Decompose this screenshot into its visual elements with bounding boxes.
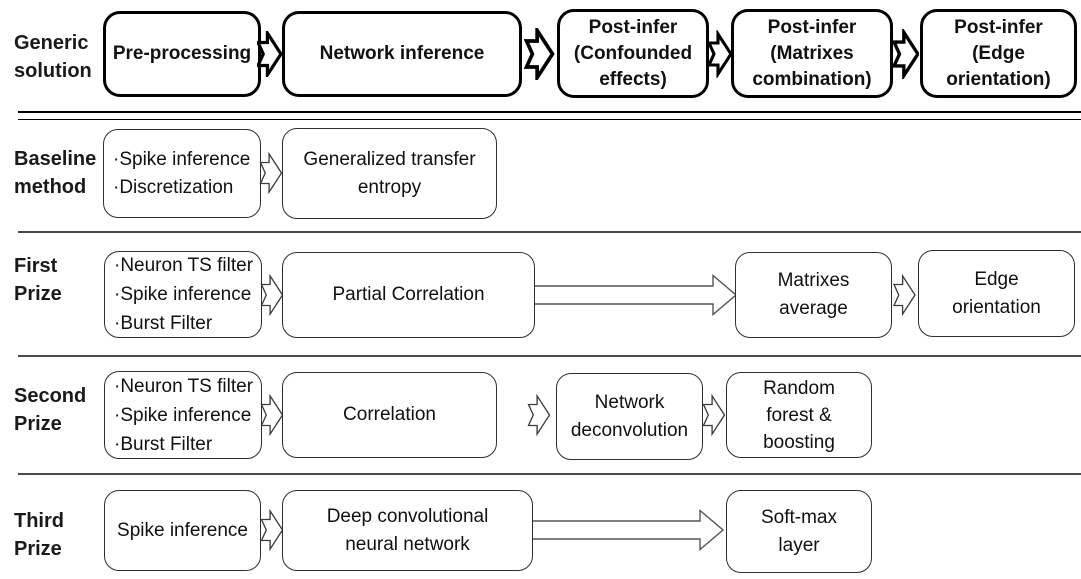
section-divider: [18, 231, 1081, 233]
long-block-arrow-right-icon: [533, 509, 724, 551]
box-label: Partial Correlation: [332, 284, 485, 305]
baseline-preprocessing-box: ·Spike inference ·Discretization: [103, 129, 261, 218]
row-label-line: Baseline: [14, 148, 97, 170]
box-label: ·Neuron TS filter: [114, 375, 254, 397]
box-label: layer: [778, 534, 820, 556]
block-arrow-right-icon: [260, 394, 284, 436]
row-label-line: Second: [14, 385, 87, 407]
box-label: ·Spike inference: [114, 404, 252, 426]
box-label: Post-infer: [767, 16, 857, 38]
block-arrow-right-icon: [892, 274, 916, 316]
box-label: Edge: [974, 268, 1019, 290]
box-label: forest &: [766, 404, 832, 426]
generic-step-network-inference-box: Network inference: [282, 11, 522, 97]
second-prize-preprocessing-box: ·Neuron TS filter ·Spike inference ·Burs…: [104, 371, 262, 459]
box-label: entropy: [357, 176, 422, 198]
first-prize-preprocessing-box: ·Neuron TS filter ·Spike inference ·Burs…: [104, 251, 262, 338]
box-label: Network inference: [319, 43, 485, 64]
box-label: ·Spike inference: [114, 284, 252, 305]
first-prize-edge-orientation-box: Edge orientation: [918, 250, 1075, 337]
box-label: ·Spike inference: [113, 148, 251, 170]
row-label-line: First: [14, 255, 58, 277]
box-label: Matrixes: [777, 270, 850, 291]
box-label: deconvolution: [570, 419, 689, 441]
row-label-first-prize: First Prize: [14, 252, 62, 308]
box-label: Network: [594, 391, 665, 413]
long-block-arrow-right-icon: [535, 274, 737, 316]
box-label: orientation): [946, 68, 1051, 90]
box-label: neural network: [345, 533, 470, 555]
block-arrow-right-icon: [702, 394, 726, 436]
box-label: Deep convolutional: [326, 505, 489, 527]
box-label: (Matrixes: [770, 42, 854, 64]
row-label-line: Third: [14, 510, 64, 532]
box-label: Random: [763, 377, 835, 399]
section-divider: [18, 355, 1081, 357]
box-label: Pre-processing: [112, 43, 252, 64]
box-label: (Confounded: [573, 42, 693, 64]
box-label: Post-infer: [954, 16, 1043, 38]
box-label: Post-infer: [588, 16, 678, 38]
box-label: Spike inference: [117, 519, 248, 541]
row-label-line: method: [14, 176, 87, 198]
box-label: orientation: [952, 296, 1041, 318]
block-arrow-right-icon: [259, 152, 283, 194]
box-label: Generalized transfer: [303, 148, 476, 170]
block-arrow-right-icon: [527, 394, 551, 436]
block-arrow-right-icon: [257, 31, 282, 77]
generic-step-preprocessing-box: Pre-processing: [103, 11, 261, 97]
row-label-second-prize: Second Prize: [14, 382, 86, 438]
second-prize-inference-box: Correlation: [282, 372, 497, 458]
section-divider: [18, 473, 1081, 475]
block-arrow-right-icon: [260, 509, 284, 551]
third-prize-inference-box: Deep convolutional neural network: [282, 490, 533, 571]
row-label-generic-solution: Generic solution: [14, 29, 92, 85]
row-label-line: Prize: [14, 538, 62, 560]
box-label: ·Burst Filter: [114, 433, 213, 455]
box-label: ·Neuron TS filter: [114, 255, 254, 276]
first-prize-inference-box: Partial Correlation: [282, 252, 535, 338]
block-arrow-right-icon: [708, 30, 732, 78]
section-divider-double: [18, 111, 1081, 120]
third-prize-preprocessing-box: Spike inference: [104, 490, 261, 571]
box-label: combination): [752, 68, 872, 90]
baseline-inference-box: Generalized transfer entropy: [282, 128, 497, 219]
third-prize-softmax-box: Soft-max layer: [726, 490, 872, 573]
row-label-third-prize: Third Prize: [14, 507, 64, 563]
block-arrow-right-icon: [524, 28, 555, 80]
generic-step-postinfer-edge-box: Post-infer (Edge orientation): [920, 9, 1077, 98]
row-label-line: solution: [14, 60, 92, 82]
box-label: ·Burst Filter: [114, 313, 213, 334]
generic-step-postinfer-matrixes-box: Post-infer (Matrixes combination): [731, 9, 893, 98]
second-prize-deconvolution-box: Network deconvolution: [556, 373, 703, 460]
box-label: Correlation: [343, 404, 436, 425]
box-label: average: [779, 298, 848, 319]
box-label: ·Discretization: [113, 176, 234, 198]
box-label: (Edge: [972, 42, 1025, 64]
second-prize-random-forest-box: Random forest & boosting: [726, 372, 872, 458]
row-label-line: Generic: [14, 32, 89, 54]
generic-step-postinfer-confounded-box: Post-infer (Confounded effects): [557, 9, 709, 98]
row-label-baseline-method: Baseline method: [14, 145, 96, 201]
block-arrow-right-icon: [893, 29, 919, 79]
row-label-line: Prize: [14, 413, 62, 435]
block-arrow-right-icon: [260, 274, 284, 316]
box-label: boosting: [763, 431, 835, 453]
row-label-line: Prize: [14, 283, 62, 305]
box-label: effects): [599, 68, 667, 90]
first-prize-matrixes-average-box: Matrixes average: [735, 252, 892, 338]
box-label: Soft-max: [760, 506, 838, 528]
